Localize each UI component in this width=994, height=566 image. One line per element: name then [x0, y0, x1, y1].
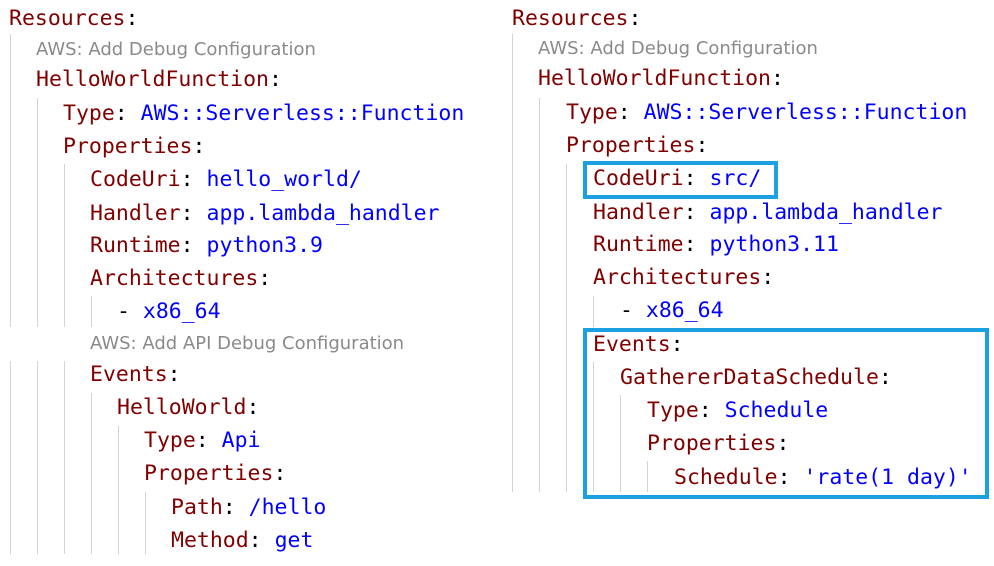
- code-line: Handler: app.lambda_handler: [90, 201, 440, 226]
- code-line: Type: AWS::Serverless::Function: [566, 100, 968, 125]
- type-value: AWS::Serverless::Function: [140, 101, 465, 126]
- event-properties-key: Properties: [144, 461, 274, 486]
- code-line: Method: get: [171, 528, 314, 553]
- code-line: - x86_64: [117, 295, 221, 328]
- code-line: Events:: [593, 332, 684, 357]
- handler-key: Handler: [90, 201, 181, 226]
- indent-guide: [145, 492, 146, 554]
- indent-guide: [539, 98, 540, 492]
- architecture-value: x86_64: [645, 298, 724, 323]
- indent-guide: [64, 164, 65, 327]
- editor-pane-modified: Resources: AWS: Add Debug Configuration …: [502, 0, 994, 566]
- resources-key: Resources: [9, 6, 126, 31]
- runtime-key: Runtime: [90, 233, 181, 258]
- indent-guide: [620, 395, 621, 492]
- indent-guide: [37, 361, 38, 554]
- event-type-key: Type: [647, 398, 699, 423]
- function-key: HelloWorldFunction: [538, 66, 771, 91]
- runtime-value: python3.9: [206, 233, 324, 258]
- code-line: CodeUri: src/: [593, 166, 762, 191]
- code-line: Architectures:: [90, 266, 272, 291]
- indent-guide: [91, 393, 92, 554]
- events-key: Events: [90, 362, 168, 387]
- code-lens-add-api-debug-configuration[interactable]: AWS: Add API Debug Configuration: [90, 333, 405, 354]
- code-line: HelloWorldFunction:: [538, 66, 784, 91]
- events-highlight-box: [583, 328, 989, 499]
- code-line: Path: /hello: [171, 495, 327, 520]
- type-value: AWS::Serverless::Function: [643, 100, 968, 125]
- code-line: Properties:: [647, 431, 790, 456]
- architectures-key: Architectures: [90, 266, 259, 291]
- codeuri-value: hello_world/: [206, 167, 362, 192]
- indent-guide: [10, 361, 11, 554]
- event-type-value: Schedule: [724, 398, 829, 423]
- event-name-key: GathererDataSchedule: [620, 365, 879, 390]
- code-line: Schedule: 'rate(1 day)': [674, 465, 972, 490]
- code-line: GathererDataSchedule:: [620, 365, 892, 390]
- code-line: Events:: [90, 362, 181, 387]
- event-type-value: Api: [221, 428, 261, 453]
- indent-guide: [118, 426, 119, 554]
- runtime-key: Runtime: [593, 232, 684, 257]
- codeuri-key: CodeUri: [593, 166, 684, 191]
- path-value: /hello: [248, 495, 327, 520]
- code-line: Runtime: python3.9: [90, 233, 324, 258]
- handler-key: Handler: [593, 200, 684, 225]
- event-name-key: HelloWorld: [117, 395, 247, 420]
- indent-guide: [512, 34, 513, 492]
- method-key: Method: [171, 528, 249, 553]
- code-line: Properties:: [566, 133, 709, 158]
- code-lens-add-debug-configuration[interactable]: AWS: Add Debug Configuration: [538, 38, 818, 59]
- schedule-key: Schedule: [674, 465, 778, 490]
- code-line: - x86_64: [620, 294, 724, 327]
- colon: :: [125, 6, 139, 31]
- code-line: CodeUri: hello_world/: [90, 167, 362, 192]
- method-value: get: [274, 528, 314, 553]
- code-line: HelloWorld:: [117, 395, 260, 420]
- code-line: Type: Api: [144, 428, 261, 453]
- code-line: Type: Schedule: [647, 398, 829, 423]
- architecture-value: x86_64: [142, 299, 221, 324]
- indent-guide: [566, 164, 567, 492]
- architectures-key: Architectures: [593, 265, 762, 290]
- runtime-value: python3.11: [709, 232, 839, 257]
- type-key: Type: [63, 101, 115, 126]
- code-line: Properties:: [63, 134, 206, 159]
- list-dash: -: [117, 299, 130, 324]
- code-line: Runtime: python3.11: [593, 232, 839, 257]
- function-key: HelloWorldFunction: [36, 67, 269, 92]
- indent-guide: [91, 296, 92, 327]
- properties-key: Properties: [566, 133, 696, 158]
- codeuri-key: CodeUri: [90, 167, 181, 192]
- code-line: Properties:: [144, 461, 287, 486]
- handler-value: app.lambda_handler: [709, 200, 943, 225]
- indent-guide: [37, 98, 38, 327]
- list-dash: -: [620, 298, 633, 323]
- events-key: Events: [593, 332, 671, 357]
- codeuri-value: src/: [709, 166, 762, 191]
- event-properties-key: Properties: [647, 431, 777, 456]
- code-line: Handler: app.lambda_handler: [593, 200, 943, 225]
- path-key: Path: [171, 495, 223, 520]
- resources-key: Resources: [512, 6, 629, 31]
- code-line: Architectures:: [593, 265, 775, 290]
- codeuri-highlight-box: [583, 161, 778, 199]
- code-line: HelloWorldFunction:: [36, 67, 282, 92]
- indent-guide: [593, 362, 594, 492]
- code-line: Resources:: [9, 2, 138, 35]
- event-type-key: Type: [144, 428, 196, 453]
- indent-guide: [593, 296, 594, 327]
- indent-guide: [10, 34, 11, 327]
- code-line: Type: AWS::Serverless::Function: [63, 101, 465, 126]
- indent-guide: [64, 361, 65, 554]
- schedule-value: 'rate(1 day)': [803, 465, 972, 490]
- properties-key: Properties: [63, 134, 193, 159]
- handler-value: app.lambda_handler: [206, 201, 440, 226]
- editor-pane-original: Resources: AWS: Add Debug Configuration …: [9, 2, 465, 554]
- code-lens-add-debug-configuration[interactable]: AWS: Add Debug Configuration: [36, 39, 316, 60]
- code-line: Resources:: [512, 6, 642, 31]
- indent-guide: [647, 461, 648, 492]
- type-key: Type: [566, 100, 618, 125]
